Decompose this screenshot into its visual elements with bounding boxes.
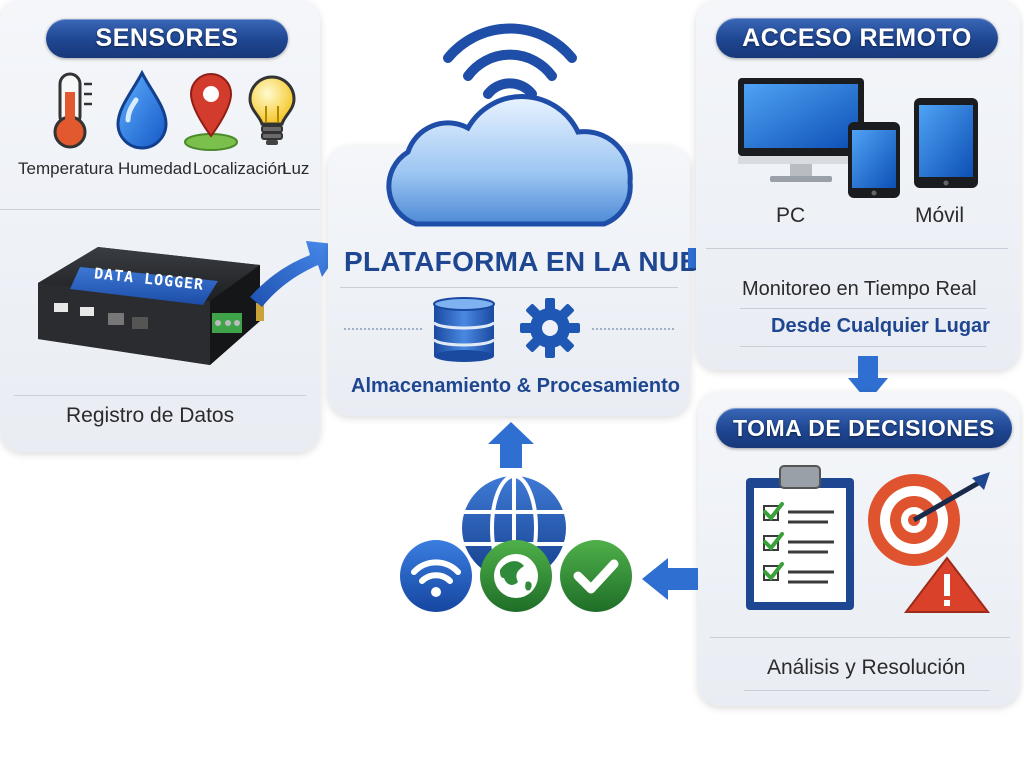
cloud-dotted-line-right (592, 328, 674, 330)
cloud-icon (386, 94, 633, 227)
arrow-decisions-to-network (642, 558, 698, 600)
water-drop-icon (116, 69, 168, 150)
data-logger-device (38, 247, 264, 365)
cloud-divider (340, 287, 678, 288)
cloud-title: PLATAFORMA EN LA NUBE (344, 246, 719, 277)
pc-monitor-icon (738, 78, 864, 182)
sensor-label-humedad: Humedad (118, 159, 192, 178)
pc-label: PC (776, 204, 806, 227)
warning-icon (903, 556, 991, 613)
wifi-circle-icon (400, 540, 472, 612)
sensors-panel (0, 0, 320, 452)
sensors-footer-divider (14, 395, 306, 396)
tablet-icon (914, 98, 978, 188)
decisions-caption: Análisis y Resolución (767, 656, 966, 679)
check-circle-icon (560, 540, 632, 612)
thermometer-icon (53, 72, 92, 149)
database-icon (432, 297, 496, 362)
decisions-title: TOMA DE DECISIONES (716, 408, 1012, 448)
remote-divider-1 (706, 248, 1008, 249)
sensor-label-temperatura: Temperatura (18, 159, 114, 178)
map-pin-icon (184, 72, 238, 151)
cloud-dotted-line-left (344, 328, 422, 330)
decisions-divider-1 (710, 637, 1010, 638)
phone-icon (848, 122, 900, 198)
arrow-remote-to-decisions (848, 356, 888, 402)
remote-divider-2 (740, 308, 986, 309)
clipboard-checklist-icon (746, 465, 854, 610)
decisions-divider-2 (744, 690, 990, 691)
sensor-label-luz: Luz (282, 159, 310, 178)
gear-icon (520, 298, 580, 358)
sensors-divider (0, 209, 320, 210)
remote-title: ACCESO REMOTO (716, 18, 998, 58)
sensors-footer: Registro de Datos (66, 404, 235, 427)
remote-divider-3 (740, 346, 986, 347)
mobile-label: Móvil (915, 204, 965, 227)
remote-line-2: Desde Cualquier Lugar (771, 315, 990, 337)
earth-circle-icon (480, 540, 552, 612)
sensors-title: SENSORES (46, 19, 288, 58)
cloud-caption: Almacenamiento & Procesamiento (351, 375, 680, 397)
target-icon (868, 472, 990, 566)
light-bulb-icon (248, 75, 296, 145)
arrow-network-to-cloud (488, 422, 534, 468)
remote-line-1: Monitoreo en Tiempo Real (742, 278, 977, 300)
sensor-label-localizacion: Localización (193, 159, 287, 178)
arrow-device-to-cloud (250, 241, 344, 307)
wifi-signal-icon (443, 23, 577, 99)
